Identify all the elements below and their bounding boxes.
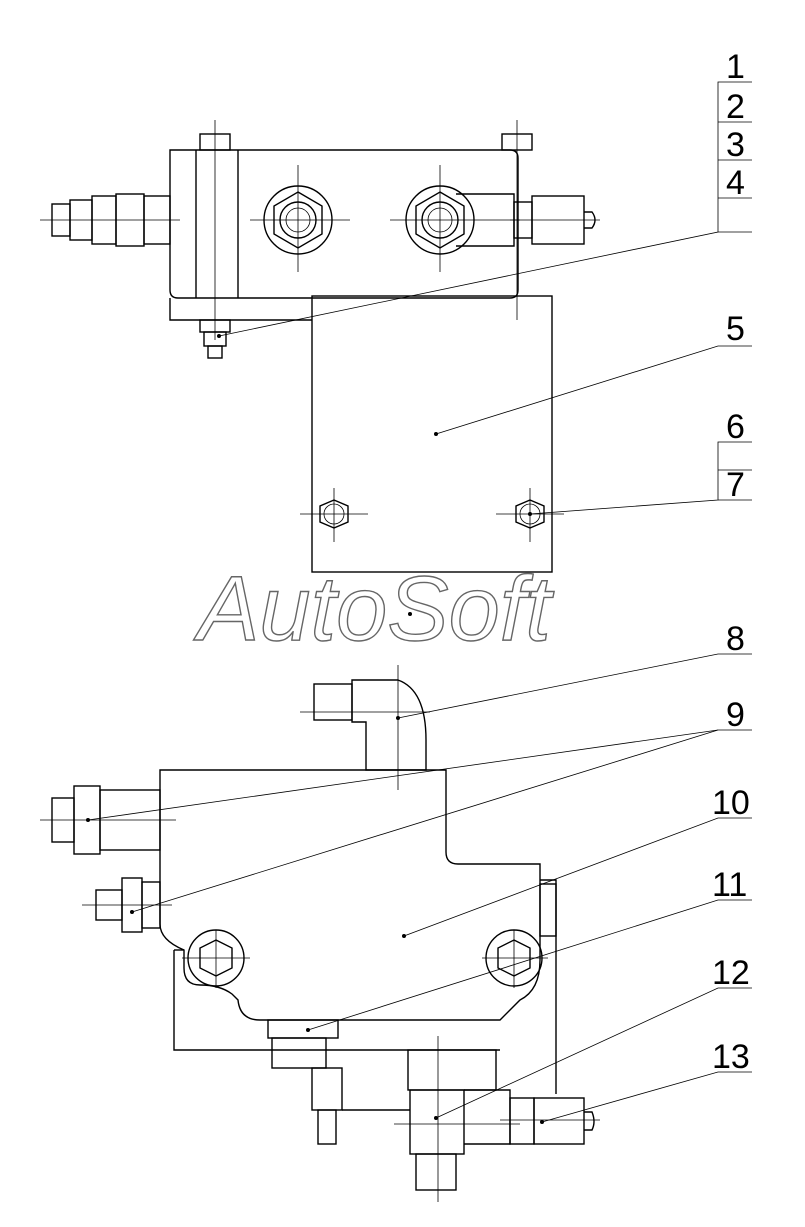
- fitting-lower-left: [82, 877, 172, 933]
- leader-lines: [87, 81, 752, 1123]
- bolt-bottom-right: [482, 929, 548, 988]
- right-plug-top: [510, 195, 600, 245]
- bolt-head-left: [300, 488, 368, 542]
- mounting-plate: [311, 295, 553, 573]
- label-10: 10: [712, 784, 750, 822]
- valve-body-bottom: [159, 769, 541, 1021]
- label-8: 8: [726, 620, 745, 658]
- bottom-assembly: [40, 665, 600, 1202]
- label-11: 11: [712, 866, 747, 904]
- nut-4: [199, 319, 231, 359]
- part-labels: 1 2 3 4 5 6 7 8 9 10 11 12 13: [712, 48, 750, 1076]
- label-5: 5: [726, 310, 745, 348]
- label-1: 1: [726, 48, 745, 86]
- valve-body-top: [169, 149, 519, 299]
- fitting-12: [394, 1036, 520, 1202]
- bolt-bottom-left: [182, 929, 250, 988]
- top-assembly: [40, 120, 600, 573]
- label-13: 13: [712, 1038, 750, 1076]
- left-fitting-top: [40, 193, 180, 247]
- label-6: 6: [726, 408, 745, 446]
- fitting-upper-left: [40, 785, 176, 855]
- label-7: 7: [726, 466, 745, 504]
- elbow-fitting-8: [300, 665, 430, 790]
- label-12: 12: [712, 954, 750, 992]
- label-4: 4: [726, 164, 745, 202]
- watermark: AutoSoft: [193, 558, 554, 660]
- label-9: 9: [726, 696, 745, 734]
- label-3: 3: [726, 126, 745, 164]
- label-2: 2: [726, 88, 745, 126]
- port-right: [390, 165, 520, 272]
- leader-dots: [86, 334, 544, 1124]
- plug-11: [267, 1019, 410, 1145]
- plug-13: [500, 1097, 600, 1145]
- port-left: [250, 165, 350, 272]
